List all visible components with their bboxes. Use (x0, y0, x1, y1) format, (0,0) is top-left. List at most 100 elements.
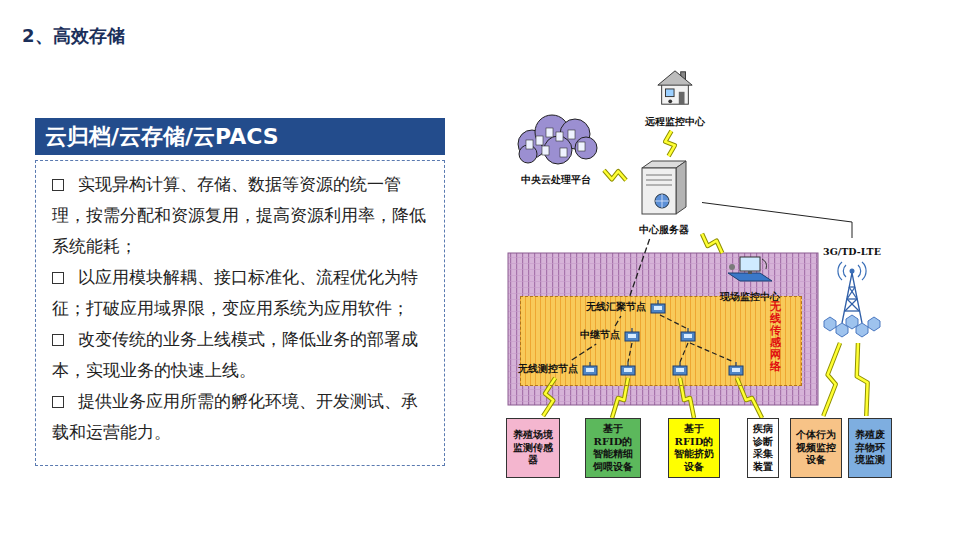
label-line: 中央云处理平台 (510, 168, 602, 187)
bolt-outline (857, 343, 868, 416)
device-box: 养殖场境监测传感器 (506, 418, 560, 478)
node-icon (650, 300, 666, 314)
wired-link (572, 344, 596, 360)
bolt-line (823, 343, 840, 416)
remote-monitor-center: 远程监控中心 (638, 68, 712, 129)
sensor-node: 无线测控节点 (518, 362, 598, 376)
box-label: 基于RFID的智能精细饲喂设备 (589, 423, 637, 473)
bullet-text: 以应用模块解耦、接口标准化、流程优化为特征；打破应用域界限，变应用系统为应用软件… (52, 268, 418, 318)
device-box: 个体行为视频监控设备 (790, 418, 842, 478)
cell-tower: 3G/TD-LTE (818, 240, 886, 341)
bolt-outline (543, 378, 555, 416)
sensor-icon (624, 328, 640, 342)
bullet-square (52, 272, 64, 284)
panel-body: 实现异构计算、存储、数据等资源的统一管理，按需分配和资源复用，提高资源利用率，降… (35, 160, 445, 466)
bullet-square (52, 179, 64, 191)
label-line: 远程监控中心 (638, 110, 712, 129)
node-icon (624, 328, 640, 342)
bolt-line (665, 131, 675, 156)
bullet-text: 提供业务应用所需的孵化环境、开发测试、承载和运营能力。 (52, 392, 418, 442)
wireless-link (823, 343, 840, 416)
bullet-item: 提供业务应用所需的孵化环境、开发测试、承载和运营能力。 (52, 386, 428, 448)
central-server-icon (628, 158, 700, 216)
vertical-label-holder: 无线传感网络 (770, 301, 781, 374)
bullet-item: 以应用模块解耦、接口标准化、流程优化为特征；打破应用域界限，变应用系统为应用软件… (52, 262, 428, 324)
bolt-outline (665, 131, 675, 156)
box-label: 养殖废弃物环境监测 (852, 429, 888, 467)
bolt-line (604, 170, 626, 180)
node-label: 中央云处理平台 (521, 174, 591, 185)
relay-node: 中继节点 (580, 328, 640, 342)
device-box: 基于RFID的智能挤奶设备 (668, 418, 720, 478)
wireless-link (702, 234, 722, 253)
cloud-platform-icon (510, 110, 602, 166)
wireless-bolts (612, 378, 762, 418)
title-text: 2、高效存储 (22, 25, 125, 46)
bolt-line (857, 343, 868, 416)
device-box: 疾病诊断采集装置 (747, 418, 779, 478)
node-label: 无线汇聚节点 (586, 301, 646, 313)
sensor-icon (582, 362, 598, 376)
sensor-node-icon (729, 362, 743, 375)
sensor-icon (650, 300, 666, 314)
slide-title: 2、高效存储 (22, 24, 125, 48)
panel-header: 云归档/云存储/云PACS (35, 118, 445, 155)
connector-line (615, 316, 621, 326)
device-box: 基于RFID的智能精细饲喂设备 (585, 418, 641, 478)
bolt-line (702, 234, 722, 253)
device-box: 养殖废弃物环境监测 (848, 418, 892, 478)
node-label: 中心服务器 (639, 224, 689, 235)
wireless-link (665, 131, 675, 156)
node-label: 中继节点 (580, 329, 620, 341)
box-label: 个体行为视频监控设备 (794, 429, 838, 467)
cell-tower-icon (818, 259, 886, 341)
bullet-item: 改变传统的业务上线模式，降低业务的部署成本，实现业务的快速上线。 (52, 324, 428, 386)
wireless-link (543, 378, 555, 416)
sensor-links (628, 315, 734, 362)
bullet-text: 改变传统的业务上线模式，降低业务的部署成本，实现业务的快速上线。 (52, 330, 418, 380)
bullet-item: 实现异构计算、存储、数据等资源的统一管理，按需分配和资源复用，提高资源利用率，降… (52, 169, 428, 262)
wired-link (702, 203, 852, 239)
bolt-line (543, 378, 555, 416)
box-label: 养殖场境监测传感器 (510, 429, 556, 467)
central-server-icon-svg (634, 158, 694, 216)
wired-link (629, 239, 650, 298)
label-line: 3G/TD-LTE (818, 240, 886, 259)
node-label: 无线测控节点 (518, 363, 578, 375)
bolt-outline (823, 343, 840, 416)
box-label: 基于RFID的智能挤奶设备 (672, 423, 716, 473)
wireless-link (857, 343, 868, 416)
wireless-link (604, 170, 626, 180)
cell-tower-icon-svg (820, 259, 884, 341)
vertical-label: 无线传感网络 (770, 301, 781, 374)
site-monitor-center-icon-svg (726, 255, 774, 283)
remote-monitor-center-icon (638, 68, 712, 108)
panel-heading: 云归档/云存储/云PACS (45, 124, 279, 149)
connector-line (702, 203, 852, 239)
remote-monitor-center-icon-svg (655, 68, 695, 108)
bullet-square (52, 334, 64, 346)
wired-link (615, 316, 621, 326)
node-icon (582, 362, 598, 376)
connector-line (572, 344, 596, 360)
bolt-outline (604, 170, 626, 180)
box-label: 疾病诊断采集装置 (751, 423, 775, 473)
label-line: 中心服务器 (628, 218, 700, 237)
site-monitor-center-icon (708, 255, 792, 283)
node-label: 远程监控中心 (645, 116, 705, 127)
bullet-square (52, 396, 64, 408)
cloud-platform: 中央云处理平台 (510, 110, 602, 187)
sensor-node-icon (673, 362, 687, 375)
sink-node: 无线汇聚节点 (586, 300, 666, 314)
text-panel: 云归档/云存储/云PACS 实现异构计算、存储、数据等资源的统一管理，按需分配和资… (35, 118, 445, 466)
bolt-outline (702, 234, 722, 253)
sensor-network-region: 无线传感网络 无线汇聚节点中继节点无线测控节点 (520, 296, 802, 386)
relay-node-icon (681, 328, 695, 341)
connector-line (629, 239, 650, 298)
cloud-platform-icon-svg (512, 110, 600, 166)
sensor-node-icon (621, 362, 635, 375)
central-server: 中心服务器 (628, 158, 700, 237)
node-label: 3G/TD-LTE (823, 246, 881, 257)
bullet-text: 实现异构计算、存储、数据等资源的统一管理，按需分配和资源复用，提高资源利用率，降… (52, 175, 426, 256)
